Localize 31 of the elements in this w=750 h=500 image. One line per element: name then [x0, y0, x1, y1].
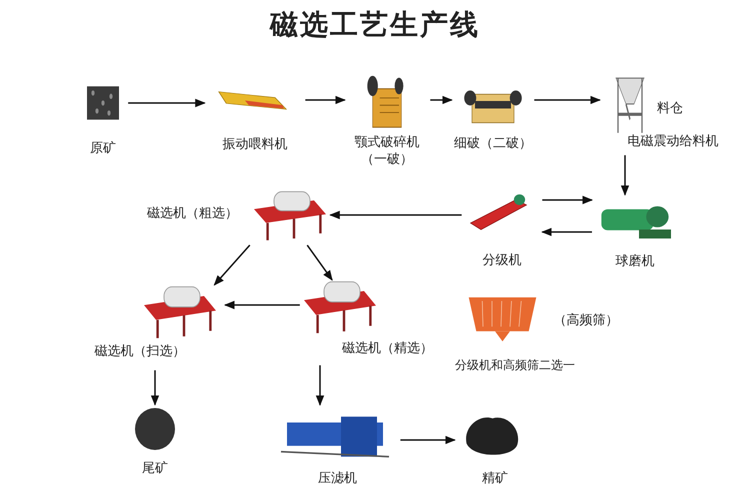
machine-label: 压滤机: [317, 470, 358, 487]
flow-arrow: [306, 244, 333, 281]
note-text: 分级机和高频筛二选一: [455, 357, 575, 374]
machine-label: 原矿: [89, 140, 117, 157]
machine-label: （高频筛）: [552, 312, 620, 329]
flow-arrow: [620, 155, 630, 196]
machine-label: 颚式破碎机（一破）: [354, 134, 420, 168]
machine-label: 分级机: [482, 252, 522, 269]
flow-arrow: [214, 244, 250, 286]
machine-label: 料仓: [656, 100, 684, 117]
diagram-title: 磁选工艺生产线: [268, 7, 481, 43]
machine-label: 细破（二破）: [453, 135, 533, 152]
flow-arrow: [128, 98, 206, 108]
machine-label: 磁选机（精选）: [341, 340, 434, 357]
flow-arrow: [430, 96, 453, 104]
flow-arrow: [305, 96, 346, 104]
machine-label: 球磨机: [614, 253, 656, 270]
machine-label: 磁选机（粗选）: [146, 205, 239, 222]
flow-arrow: [316, 365, 324, 406]
machine-label: 磁选机（扫选）: [94, 343, 186, 360]
flow-arrow: [400, 436, 456, 444]
flow-arrow: [224, 300, 300, 310]
machine-label: 电磁震动给料机: [626, 133, 720, 150]
flow-arrow: [541, 228, 592, 236]
machine-label: 精矿: [481, 470, 509, 487]
machine-label: 尾矿: [141, 460, 169, 477]
flow-arrow: [150, 370, 160, 406]
flow-arrow: [329, 210, 462, 220]
flow-arrow: [534, 96, 601, 104]
machine-label: 振动喂料机: [222, 136, 288, 153]
flow-arrow: [542, 196, 594, 204]
